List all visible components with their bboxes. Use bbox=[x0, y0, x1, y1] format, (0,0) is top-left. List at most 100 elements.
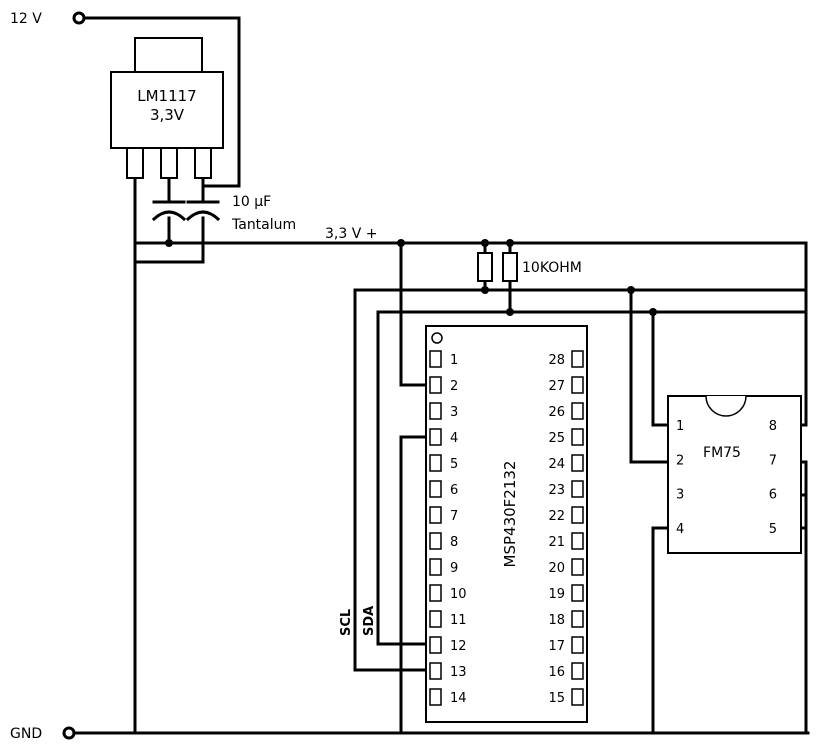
resistor bbox=[502, 252, 518, 282]
chip-pin-number: 25 bbox=[548, 431, 565, 446]
junction-dot bbox=[481, 239, 489, 247]
chip-pin-number: 7 bbox=[450, 509, 458, 524]
chip-pin-number: 22 bbox=[548, 509, 565, 524]
chip-pin-number: 13 bbox=[450, 665, 467, 680]
junction-dot bbox=[627, 286, 635, 294]
chip-pin-number: 15 bbox=[548, 691, 565, 706]
tantalum-capacitors: 10 μF Tantalum bbox=[151, 184, 296, 233]
sda-label: SDA bbox=[362, 606, 377, 636]
chip-pin-number: 5 bbox=[450, 457, 458, 472]
chip-pin-number: 14 bbox=[450, 691, 467, 706]
junction-dot bbox=[481, 286, 489, 294]
capacitor-type: Tantalum bbox=[231, 217, 296, 233]
fm75-name: FM75 bbox=[703, 445, 741, 461]
chip-pin-number: 16 bbox=[548, 665, 565, 680]
chip-pin-pad bbox=[429, 402, 442, 420]
chip-pin-pad bbox=[429, 350, 442, 368]
3v3-label: 3,3 V + bbox=[325, 226, 377, 242]
chip-pin-number: 27 bbox=[548, 379, 565, 394]
capacitor-plate-curved bbox=[151, 210, 187, 222]
chip-pin-number: 4 bbox=[450, 431, 458, 446]
gnd-terminal bbox=[62, 726, 76, 740]
chip-pin-number: 2 bbox=[676, 453, 684, 468]
chip-pin-pad bbox=[571, 350, 584, 368]
wire-scl-to-fm75-pin2 bbox=[629, 288, 670, 464]
chip-pin-number: 6 bbox=[769, 488, 777, 503]
wire-scl bbox=[353, 288, 808, 672]
chip-pin-number: 24 bbox=[548, 457, 565, 472]
chip-pin-number: 2 bbox=[450, 379, 458, 394]
msp430-name: MSP430F2132 bbox=[501, 461, 519, 568]
chip-pin-pad bbox=[571, 662, 584, 680]
chip-pin-pad bbox=[571, 532, 584, 550]
junctions bbox=[165, 239, 657, 316]
pullup-resistors: 10KOHM bbox=[477, 252, 582, 282]
chip-pin-pad bbox=[571, 428, 584, 446]
chip-pin-pad bbox=[571, 584, 584, 602]
chip-pin-pad bbox=[429, 376, 442, 394]
chip-pin-pad bbox=[429, 584, 442, 602]
regulator-tab bbox=[134, 37, 203, 73]
chip-pin-number: 4 bbox=[676, 522, 684, 537]
wire-3v3-to-pin2 bbox=[399, 241, 430, 387]
terminals: 12 V GND 3,3 V + bbox=[10, 11, 377, 742]
resistor bbox=[477, 252, 493, 282]
chip-pin-pad bbox=[571, 610, 584, 628]
regulator-body bbox=[110, 71, 224, 149]
chip-pin-pad bbox=[429, 610, 442, 628]
junction-dot bbox=[397, 239, 405, 247]
regulator-pin bbox=[126, 147, 144, 179]
regulator-pin bbox=[160, 147, 178, 179]
chip-pin-number: 23 bbox=[548, 483, 565, 498]
chip-pin-pad bbox=[429, 480, 442, 498]
wire-12v bbox=[77, 16, 241, 188]
chip-pin-number: 10 bbox=[450, 587, 467, 602]
fm75-notch bbox=[705, 395, 747, 417]
chip-pin-pad bbox=[429, 636, 442, 654]
fm75-body bbox=[667, 395, 802, 554]
chip-pin-number: 1 bbox=[676, 419, 684, 434]
chip-pin-pad bbox=[571, 376, 584, 394]
chip-pin-number: 6 bbox=[450, 483, 458, 498]
scl-label: SCL bbox=[339, 609, 354, 636]
chip-pin-number: 20 bbox=[548, 561, 565, 576]
chip-pin-number: 18 bbox=[548, 613, 565, 628]
msp430-body bbox=[425, 325, 588, 723]
chip-pin-number: 3 bbox=[450, 405, 458, 420]
resistor-value: 10KOHM bbox=[522, 260, 582, 276]
junction-dot bbox=[649, 308, 657, 316]
chip-pin-number: 26 bbox=[548, 405, 565, 420]
wire-fm75-pin4-gnd bbox=[651, 526, 670, 735]
chip-pin-pad bbox=[429, 454, 442, 472]
chip-pin-number: 8 bbox=[450, 535, 458, 550]
regulator-name: LM1117 bbox=[137, 87, 196, 105]
gnd-label: GND bbox=[10, 726, 42, 742]
chip-pin-pad bbox=[571, 402, 584, 420]
regulator-voltage: 3,3V bbox=[150, 106, 185, 124]
chip-pin-pad bbox=[571, 636, 584, 654]
pin1-marker bbox=[431, 332, 443, 344]
chip-pin-pad bbox=[571, 454, 584, 472]
wires bbox=[70, 16, 810, 735]
chip-pin-number: 1 bbox=[450, 353, 458, 368]
wire-sda bbox=[376, 310, 808, 646]
12v-terminal bbox=[72, 11, 86, 25]
junction-dot bbox=[165, 239, 173, 247]
chip-pin-pad bbox=[571, 480, 584, 498]
chip-pin-number: 17 bbox=[548, 639, 565, 654]
chip-pin-number: 5 bbox=[769, 522, 777, 537]
chip-pin-pad bbox=[429, 506, 442, 524]
chip-pin-pad bbox=[429, 428, 442, 446]
chip-pin-pad bbox=[571, 506, 584, 524]
junction-dot bbox=[506, 308, 514, 316]
wire-3v3 bbox=[133, 241, 808, 427]
chip-pin-number: 11 bbox=[450, 613, 467, 628]
12v-label: 12 V bbox=[10, 11, 42, 27]
